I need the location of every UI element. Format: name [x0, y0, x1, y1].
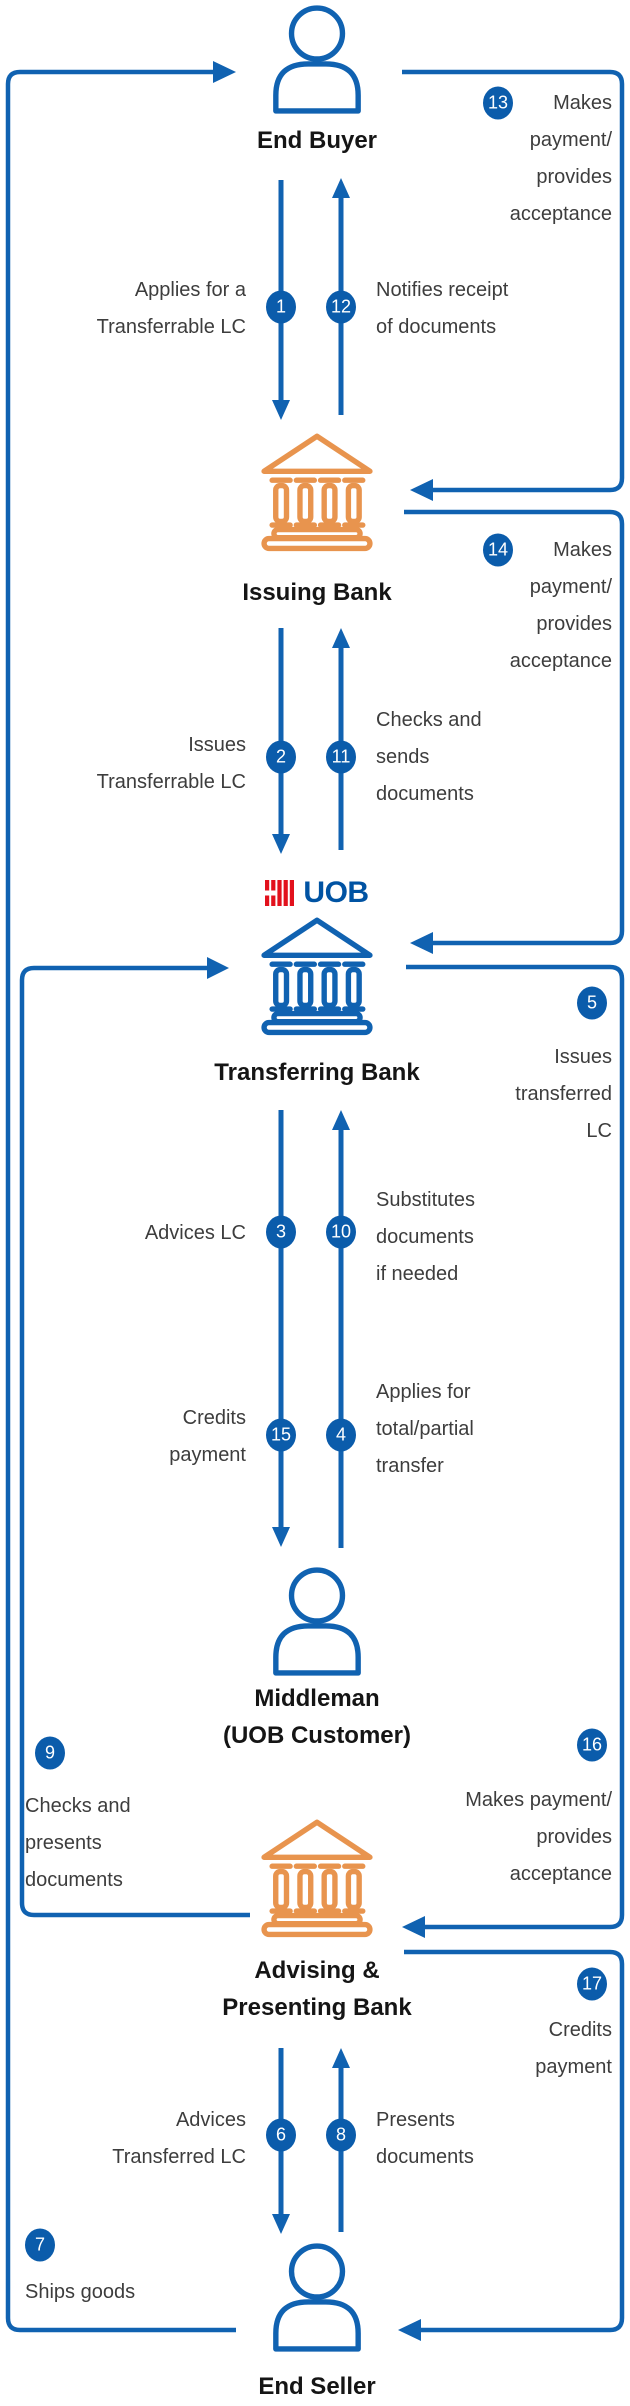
arrow-step-13 [402, 69, 625, 493]
step-15-badge: 15 [266, 1418, 296, 1452]
arrowhead-step-9 [207, 957, 229, 979]
arrowhead-step-13 [410, 479, 433, 501]
end-buyer-label: End Buyer [256, 127, 378, 154]
issuing-bank-icon [254, 430, 380, 552]
step-6-badge: 6 [266, 2118, 296, 2152]
step-9-badge: 9 [35, 1736, 65, 1770]
step-4-label: Applies for total/partial transfer [376, 1381, 474, 1477]
step-11-badge: 11 [326, 740, 356, 774]
advising-bank-icon [254, 1816, 380, 1938]
step-14-badge: 14 [483, 533, 513, 567]
uob-logo: UOB [252, 876, 382, 910]
arrowhead-step-16 [402, 1916, 425, 1938]
arrowhead-down-15 [272, 1527, 290, 1547]
middleman-person-icon [268, 1566, 366, 1676]
arrow-step-7 [5, 69, 236, 2333]
uob-logo-text: UOB [303, 876, 369, 909]
arrowhead-up-11 [332, 628, 350, 648]
end-seller-person-icon [268, 2242, 366, 2352]
middleman-label: Middleman (UOB Customer) [222, 1685, 411, 1749]
advising-bank-label: Advising & Presenting Bank [222, 1957, 412, 2021]
end-seller-label: End Seller [258, 2373, 376, 2400]
step-13-badge: 13 [483, 86, 513, 120]
arrowhead-up-8 [332, 2048, 350, 2068]
step-4-badge: 4 [326, 1418, 356, 1452]
arrowhead-step-7 [213, 61, 236, 83]
step-10-label: Substitutes documents if needed [376, 1189, 475, 1285]
step-8-badge: 8 [326, 2118, 356, 2152]
step-8-label: Presents documents [376, 2109, 474, 2168]
step-1-label: Applies for a Transferrable LC [96, 279, 246, 338]
end-buyer-person-icon [268, 4, 366, 114]
arrowhead-down-1 [272, 400, 290, 420]
step-12-label: Notifies receipt of documents [376, 279, 509, 338]
arrow-step-17 [404, 1949, 625, 2333]
step-3-badge: 3 [266, 1215, 296, 1249]
step-10-badge: 10 [326, 1215, 356, 1249]
step-5-badge: 5 [577, 986, 607, 1020]
step-15-label: Credits payment [169, 1407, 246, 1466]
step-9-label: Checks and presents documents [25, 1795, 131, 1891]
arrowhead-step-14 [410, 932, 433, 954]
step-14-label: Makes payment/ provides acceptance [509, 539, 612, 672]
step-11-label: Checks and sends documents [376, 709, 482, 805]
step-2-badge: 2 [266, 740, 296, 774]
arrowhead-up-12 [332, 178, 350, 198]
arrowhead-step-17 [398, 2319, 421, 2341]
step-7-badge: 7 [25, 2228, 55, 2262]
step-17-label: Credits payment [535, 2019, 612, 2078]
arrowhead-down-2 [272, 834, 290, 854]
transferring-bank-label: Transferring Bank [214, 1059, 420, 1086]
step-13-label: Makes payment/ provides acceptance [509, 92, 612, 225]
step-16-label: Makes payment/ provides acceptance [465, 1789, 612, 1885]
arrow-step-16 [406, 964, 625, 1930]
step-2-label: Issues Transferrable LC [96, 734, 246, 793]
step-3-label: Advices LC [144, 1222, 246, 1244]
arrow-step-14 [404, 509, 625, 946]
step-6-label: Advices Transferred LC [112, 2109, 246, 2168]
arrow-step-9 [19, 965, 250, 1918]
step-5-label: Issues transferred LC [515, 1046, 612, 1142]
step-1-badge: 1 [266, 290, 296, 324]
step-12-badge: 12 [326, 290, 356, 324]
issuing-bank-label: Issuing Bank [242, 579, 392, 606]
arrowhead-up-10 [332, 1110, 350, 1130]
step-7-label: Ships goods [25, 2281, 136, 2303]
arrowhead-down-6 [272, 2214, 290, 2234]
step-17-badge: 17 [577, 1967, 607, 2001]
uob-mark-icon [265, 880, 295, 906]
step-16-badge: 16 [577, 1728, 607, 1762]
transferring-bank-icon [254, 914, 380, 1036]
